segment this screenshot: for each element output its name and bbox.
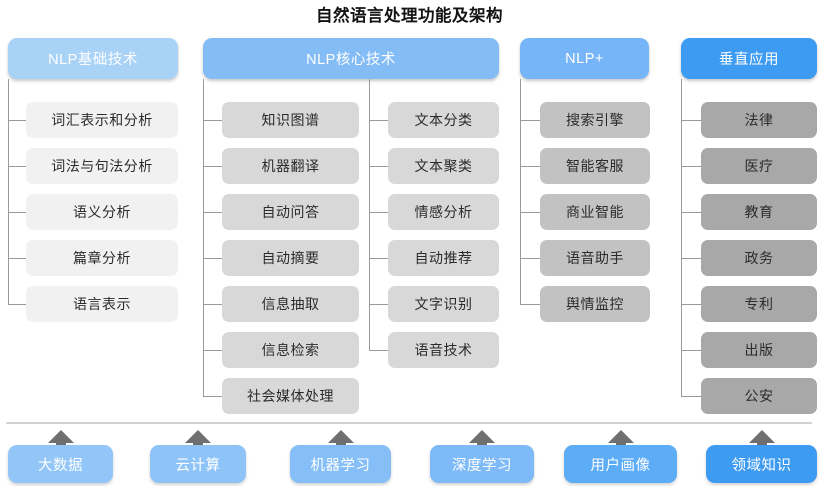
tree-spine-col1 xyxy=(8,79,9,304)
tree-connector xyxy=(520,212,540,213)
leaf-item-nlp-core[interactable]: 自动问答 xyxy=(222,194,359,230)
foundation-chip[interactable]: 机器学习 xyxy=(290,445,391,483)
tree-connector xyxy=(520,304,540,305)
leaf-item-vertical-app[interactable]: 公安 xyxy=(701,378,817,414)
leaf-item-nlp-core[interactable]: 社会媒体处理 xyxy=(222,378,359,414)
tree-connector xyxy=(681,304,701,305)
leaf-item-nlp-core[interactable]: 自动摘要 xyxy=(222,240,359,276)
column-header-vertical-apps[interactable]: 垂直应用 xyxy=(681,38,817,79)
foundation-chip[interactable]: 深度学习 xyxy=(430,445,534,483)
leaf-item-nlp-core[interactable]: 文字识别 xyxy=(388,286,499,322)
tree-connector xyxy=(520,120,540,121)
leaf-item-vertical-app[interactable]: 政务 xyxy=(701,240,817,276)
tree-connector xyxy=(369,166,388,167)
leaf-item-nlp-plus[interactable]: 舆情监控 xyxy=(540,286,650,322)
leaf-item-vertical-app[interactable]: 出版 xyxy=(701,332,817,368)
leaf-item-vertical-app[interactable]: 医疗 xyxy=(701,148,817,184)
tree-connector xyxy=(8,258,26,259)
foundation-chip[interactable]: 领域知识 xyxy=(706,445,817,483)
foundation-chip[interactable]: 大数据 xyxy=(8,445,113,483)
tree-connector xyxy=(369,212,388,213)
leaf-item-nlp-basic[interactable]: 语义分析 xyxy=(26,194,178,230)
column-header-label: NLP+ xyxy=(565,50,604,67)
tree-connector xyxy=(203,396,222,397)
tree-connector xyxy=(203,258,222,259)
tree-connector xyxy=(203,166,222,167)
tree-connector xyxy=(520,258,540,259)
tree-spine-col3 xyxy=(520,79,521,304)
leaf-item-nlp-basic[interactable]: 语言表示 xyxy=(26,286,178,322)
tree-connector xyxy=(681,350,701,351)
leaf-item-nlp-core[interactable]: 信息检索 xyxy=(222,332,359,368)
leaf-item-nlp-core[interactable]: 文本聚类 xyxy=(388,148,499,184)
leaf-item-nlp-core[interactable]: 自动推荐 xyxy=(388,240,499,276)
leaf-item-nlp-core[interactable]: 语音技术 xyxy=(388,332,499,368)
leaf-item-nlp-plus[interactable]: 搜索引擎 xyxy=(540,102,650,138)
leaf-item-nlp-basic[interactable]: 篇章分析 xyxy=(26,240,178,276)
tree-connector xyxy=(203,212,222,213)
page-title: 自然语言处理功能及架构 xyxy=(316,7,503,25)
tree-spine-col2-right xyxy=(369,79,370,350)
tree-connector xyxy=(681,258,701,259)
tree-connector xyxy=(369,304,388,305)
tree-connector xyxy=(681,120,701,121)
tree-connector xyxy=(8,212,26,213)
tree-connector xyxy=(8,166,26,167)
leaf-item-nlp-basic[interactable]: 词汇表示和分析 xyxy=(26,102,178,138)
column-header-nlp-plus[interactable]: NLP+ xyxy=(520,38,649,79)
tree-connector xyxy=(681,396,701,397)
foundation-chip[interactable]: 云计算 xyxy=(150,445,246,483)
tree-connector xyxy=(203,350,222,351)
tree-connector xyxy=(369,120,388,121)
tree-connector xyxy=(369,258,388,259)
tree-connector xyxy=(203,304,222,305)
tree-connector xyxy=(8,304,26,305)
leaf-item-vertical-app[interactable]: 教育 xyxy=(701,194,817,230)
section-divider xyxy=(6,422,812,424)
tree-connector xyxy=(681,166,701,167)
foundation-chip[interactable]: 用户画像 xyxy=(564,445,677,483)
column-header-label: NLP核心技术 xyxy=(306,52,396,68)
leaf-item-nlp-core[interactable]: 知识图谱 xyxy=(222,102,359,138)
tree-connector xyxy=(203,120,222,121)
column-header-label: NLP基础技术 xyxy=(48,52,138,68)
leaf-item-nlp-plus[interactable]: 语音助手 xyxy=(540,240,650,276)
leaf-item-vertical-app[interactable]: 专利 xyxy=(701,286,817,322)
tree-connector xyxy=(8,120,26,121)
leaf-item-vertical-app[interactable]: 法律 xyxy=(701,102,817,138)
leaf-item-nlp-core[interactable]: 机器翻译 xyxy=(222,148,359,184)
tree-spine-col4 xyxy=(681,79,682,396)
leaf-item-nlp-core[interactable]: 信息抽取 xyxy=(222,286,359,322)
column-header-label: 垂直应用 xyxy=(719,52,779,68)
tree-spine-col2-left xyxy=(203,79,204,396)
tree-connector xyxy=(681,212,701,213)
leaf-item-nlp-core[interactable]: 文本分类 xyxy=(388,102,499,138)
column-header-nlp-core[interactable]: NLP核心技术 xyxy=(203,38,499,79)
leaf-item-nlp-basic[interactable]: 词法与句法分析 xyxy=(26,148,178,184)
leaf-item-nlp-core[interactable]: 情感分析 xyxy=(388,194,499,230)
leaf-item-nlp-plus[interactable]: 智能客服 xyxy=(540,148,650,184)
tree-connector xyxy=(369,350,388,351)
leaf-item-nlp-plus[interactable]: 商业智能 xyxy=(540,194,650,230)
tree-connector xyxy=(520,166,540,167)
column-header-nlp-basic[interactable]: NLP基础技术 xyxy=(8,38,178,79)
